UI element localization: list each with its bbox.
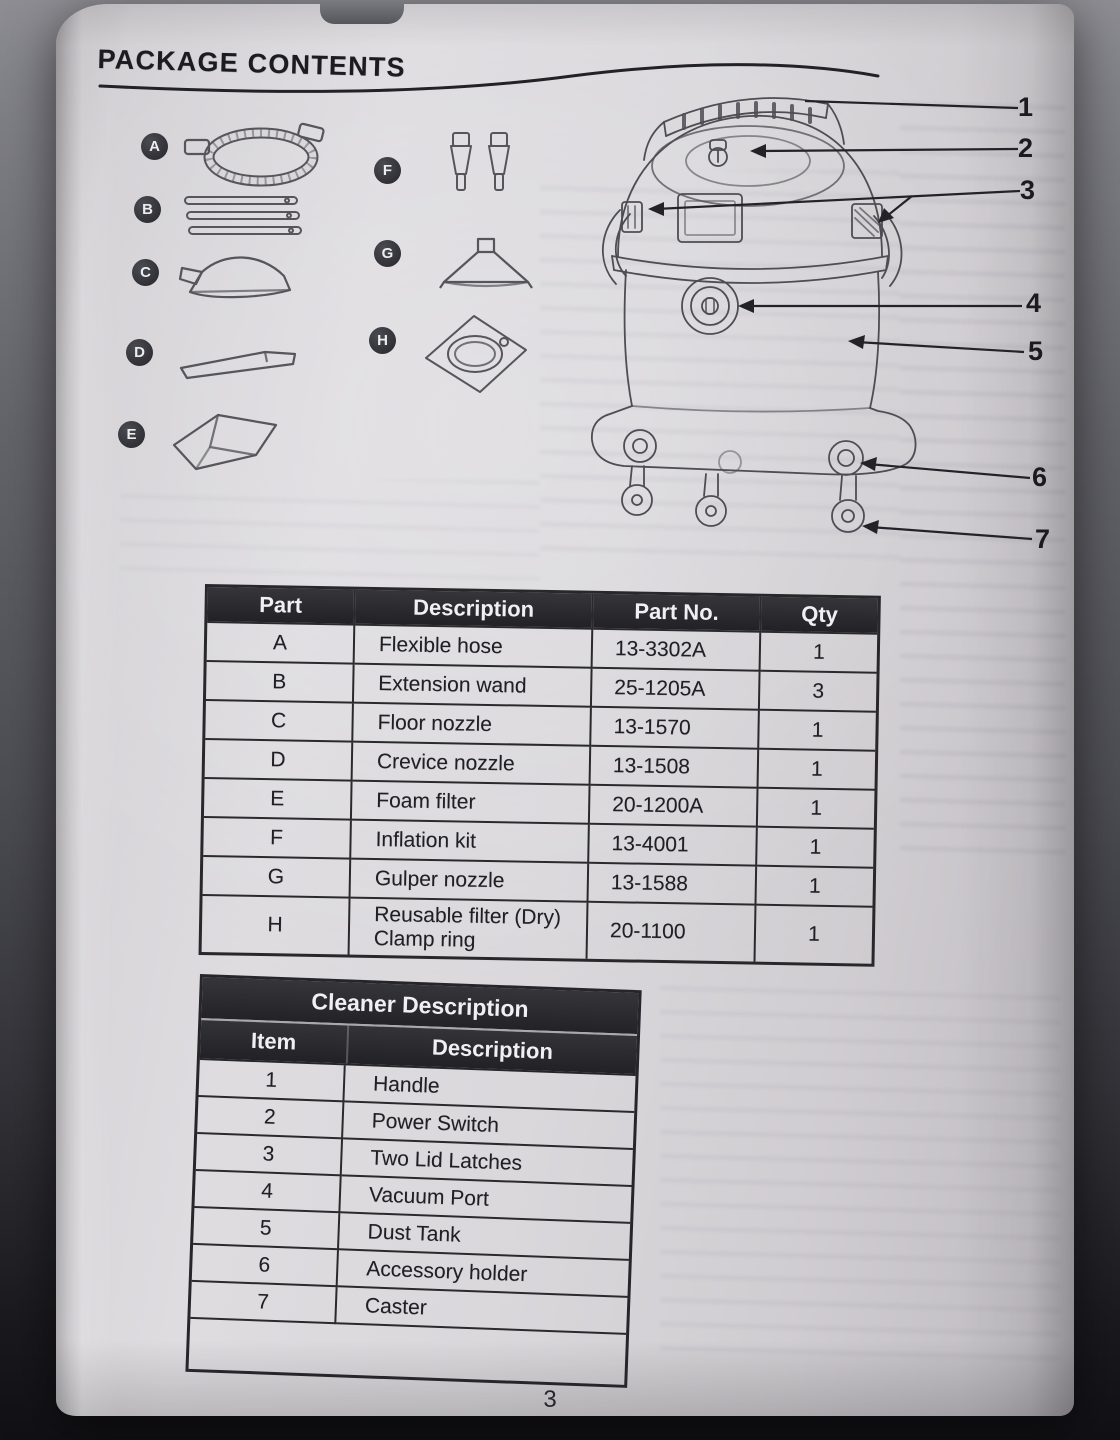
parts-table-cell: A	[206, 623, 356, 665]
parts-table-cell: 20-1100	[587, 902, 757, 962]
parts-table-cell: Inflation kit	[351, 820, 590, 864]
foam-filter-icon	[160, 403, 292, 479]
part-c-badge: C	[132, 259, 159, 286]
parts-table-cell: 1	[757, 827, 874, 869]
parts-table-cell: Gulper nozzle	[350, 859, 590, 903]
parts-table-cell: D	[204, 740, 354, 782]
part-a-badge: A	[141, 133, 168, 160]
callout-6-accessory-holder: 6	[1032, 462, 1048, 492]
parts-table-cell: C	[205, 701, 354, 743]
callout-7-caster: 7	[1035, 524, 1051, 554]
cleaner-table-cell: 4	[194, 1170, 342, 1214]
cleaner-table-cell: 2	[197, 1097, 345, 1140]
heading-underline	[98, 63, 880, 93]
cleaner-table-cell: 6	[191, 1244, 339, 1288]
part-e-badge: E	[118, 421, 145, 448]
paper-edge-notch	[320, 0, 404, 24]
parts-table-cell: F	[203, 818, 352, 860]
parts-table-cell: E	[203, 779, 353, 821]
callout-lines	[648, 99, 1033, 541]
parts-table-cell: 1	[756, 866, 874, 908]
cleaner-table-cell: 1	[198, 1060, 346, 1103]
vacuum-figure	[560, 70, 1075, 580]
callout-5-dust-tank: 5	[1028, 336, 1044, 366]
parts-table-header: Part No.	[593, 593, 762, 633]
callout-2-power-switch: 2	[1018, 133, 1034, 163]
parts-table-cell: 13-1508	[590, 746, 760, 789]
parts-table-cell: 1	[759, 710, 876, 752]
callout-4-vacuum-port: 4	[1026, 288, 1042, 318]
callout-3-lid-latches: 3	[1020, 175, 1036, 205]
parts-table-cell: B	[205, 662, 355, 704]
parts-table-header: Qty	[761, 596, 878, 635]
vacuum-cleaner-illustration	[591, 97, 1033, 541]
part-f-badge: F	[374, 157, 401, 184]
manual-page	[56, 4, 1074, 1416]
callout-1-handle: 1	[1018, 92, 1034, 122]
parts-table-cell: 20-1200A	[589, 785, 759, 828]
parts-table-cell: Flexible hose	[354, 625, 594, 669]
reusable-filter-icon	[418, 300, 533, 400]
parts-table-cell: 3	[759, 671, 877, 713]
parts-table-cell: Foam filter	[351, 781, 591, 825]
parts-table-cell: Floor nozzle	[353, 703, 592, 747]
floor-nozzle-icon	[172, 246, 312, 308]
parts-table-cell: 1	[758, 749, 876, 791]
parts-table-cell: 25-1205A	[591, 668, 761, 711]
parts-table-cell: H	[201, 896, 351, 955]
part-h-badge: H	[369, 327, 396, 354]
part-g-badge: G	[374, 240, 401, 267]
inflation-kit-icon	[445, 130, 527, 206]
parts-table-cell: 1	[757, 788, 875, 830]
parts-table-cell: 13-1570	[591, 707, 760, 750]
part-d-badge: D	[126, 339, 153, 366]
parts-table-cell: 13-1588	[588, 863, 758, 906]
flexible-hose-icon	[183, 116, 333, 194]
cleaner-table-header-item: Item	[250, 1027, 297, 1055]
parts-table-cell: 1	[760, 632, 878, 674]
cleaner-table-cell: 5	[193, 1207, 341, 1251]
parts-table-cell: 13-3302A	[592, 629, 762, 672]
extension-wand-icon	[180, 192, 312, 244]
parts-table-cell: Extension wand	[353, 664, 593, 708]
gulper-nozzle-icon	[436, 236, 536, 298]
parts-table-cell: G	[202, 857, 352, 899]
crevice-nozzle-icon	[173, 340, 305, 386]
parts-table-cell: Reusable filter (Dry) Clamp ring	[349, 898, 589, 959]
parts-table-header: Description	[355, 589, 594, 630]
page-number: 3	[543, 1386, 557, 1413]
cleaner-table-cell: 3	[195, 1134, 344, 1177]
parts-table-header: Part	[207, 587, 356, 626]
parts-table-cell: 13-4001	[589, 824, 758, 867]
parts-table-cell: 1	[807, 922, 821, 946]
cleaner-table-cell: 7	[190, 1281, 338, 1325]
part-b-badge: B	[134, 196, 161, 223]
parts-table-cell: Crevice nozzle	[352, 742, 592, 786]
